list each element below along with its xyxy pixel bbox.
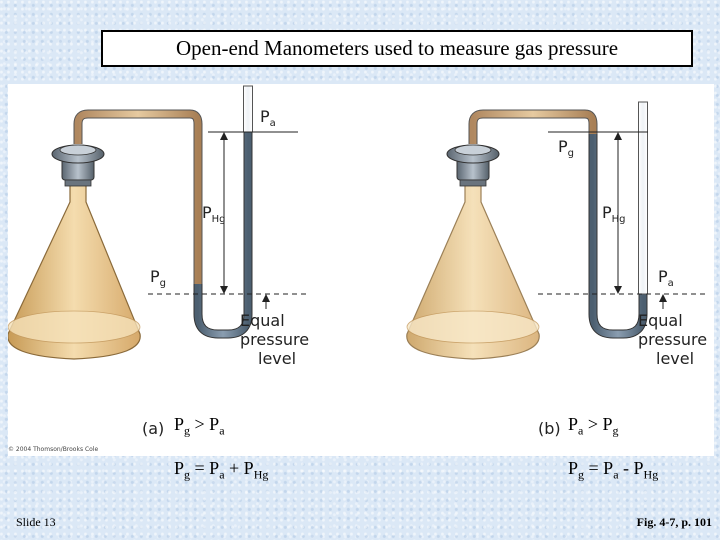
panel-a-measure-lines: [148, 131, 308, 309]
panel-b-relation-2: Pg = Pa - PHg: [568, 458, 659, 482]
panel-a-label-top: Pa: [260, 107, 276, 129]
panel-b-level-line-1: Equal: [638, 311, 683, 330]
copyright-notice: © 2004 Thomson/Brooks Cole: [8, 446, 99, 453]
panel-b-label-bottom: Pa: [658, 267, 674, 289]
manometer-diagram: Pa PHg Pg Equal pressure level (a): [8, 85, 708, 438]
panel-a-level-line-1: Equal: [240, 311, 285, 330]
panel-b-level-line-2: pressure: [638, 330, 707, 349]
panel-b-tube: [468, 101, 648, 339]
panel-b-flask: [406, 144, 540, 360]
panel-b-relation-1: Pa > Pg: [568, 414, 619, 438]
panel-b-label-top: Pg: [558, 137, 574, 159]
panel-b-label-mid: PHg: [602, 203, 626, 225]
slide-number: Slide 13: [16, 515, 56, 529]
slide-title: Open-end Manometers used to measure gas …: [101, 30, 693, 67]
panel-a-relation-2: Pg = Pa + PHg: [174, 458, 269, 482]
panel-a-relation-1: Pg > Pa: [174, 414, 225, 438]
panel-b-level-line-3: level: [656, 349, 694, 368]
manometer-figure: Pa PHg Pg Equal pressure level (a): [8, 84, 714, 456]
panel-b-tag: (b): [538, 419, 561, 438]
panel-a-label-bottom: Pg: [150, 267, 166, 289]
panel-a-tag: (a): [142, 419, 164, 438]
figure-reference: Fig. 4-7, p. 101: [636, 515, 712, 529]
panel-a-level-line-2: pressure: [240, 330, 309, 349]
panel-b-measure-lines: [538, 131, 708, 309]
panel-a-level-line-3: level: [258, 349, 296, 368]
panel-a-tube: [73, 85, 253, 339]
panel-a-label-mid: PHg: [202, 203, 226, 225]
panel-a-flask: [8, 144, 141, 360]
